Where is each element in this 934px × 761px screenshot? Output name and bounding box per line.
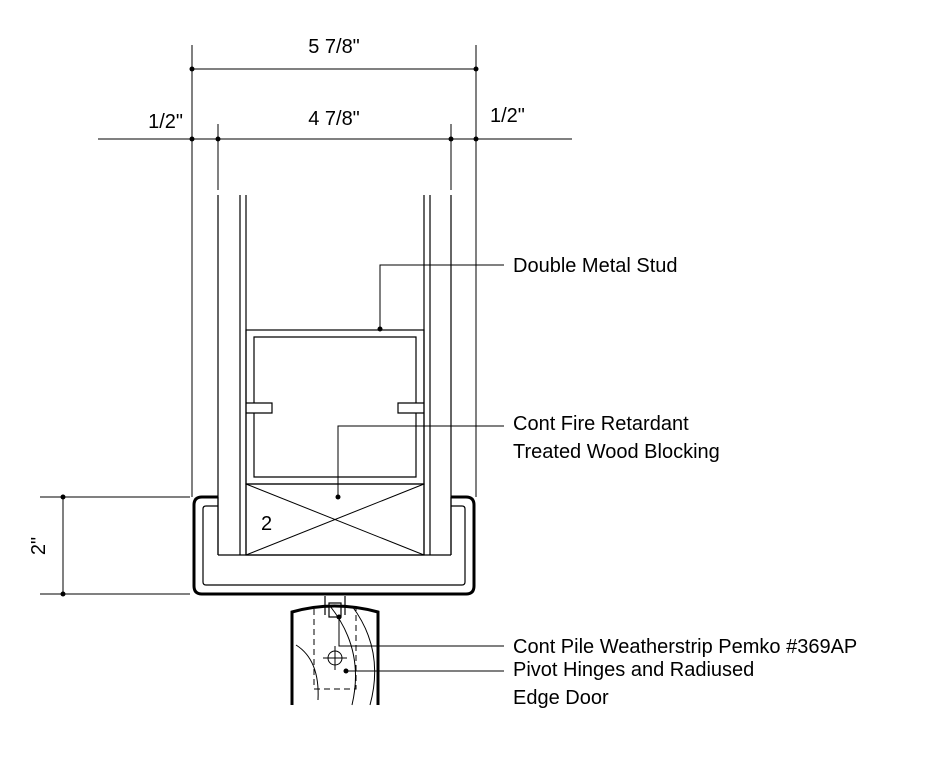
callout-pivot-label-2: Edge Door <box>513 687 609 709</box>
callout-weatherstrip: Cont Pile Weatherstrip Pemko #369AP <box>336 614 857 658</box>
dimension-inner-label: 4 7/8" <box>308 108 360 130</box>
double-metal-stud <box>245 329 425 485</box>
dimension-overall-label: 5 7/8" <box>308 36 360 58</box>
callout-stud: Double Metal Stud <box>377 255 678 332</box>
dimension-height-label: 2" <box>28 537 50 555</box>
callout-blocking: Cont Fire Retardant Treated Wood Blockin… <box>335 413 720 500</box>
dimension-overall: 5 7/8" <box>189 36 479 497</box>
dimension-left-offset-label: 1/2" <box>148 111 183 133</box>
wood-blocking: 2 <box>245 483 425 556</box>
callout-weatherstrip-label: Cont Pile Weatherstrip Pemko #369AP <box>513 636 857 658</box>
head-channel <box>192 495 476 596</box>
callout-blocking-label-2: Treated Wood Blocking <box>513 441 720 463</box>
dimension-height: 2" <box>28 494 190 597</box>
blocking-count-tag: 2 <box>261 513 272 535</box>
callout-blocking-label-1: Cont Fire Retardant <box>513 413 689 435</box>
callout-stud-label: Double Metal Stud <box>513 255 678 277</box>
callout-pivot-label-1: Pivot Hinges and Radiused <box>513 659 754 681</box>
callout-pivot: Pivot Hinges and Radiused Edge Door <box>343 659 754 709</box>
dimension-right-offset-label: 1/2" <box>490 105 525 127</box>
door-leaf <box>290 596 380 706</box>
dimension-inner: 4 7/8" 1/2" 1/2" <box>98 105 572 190</box>
